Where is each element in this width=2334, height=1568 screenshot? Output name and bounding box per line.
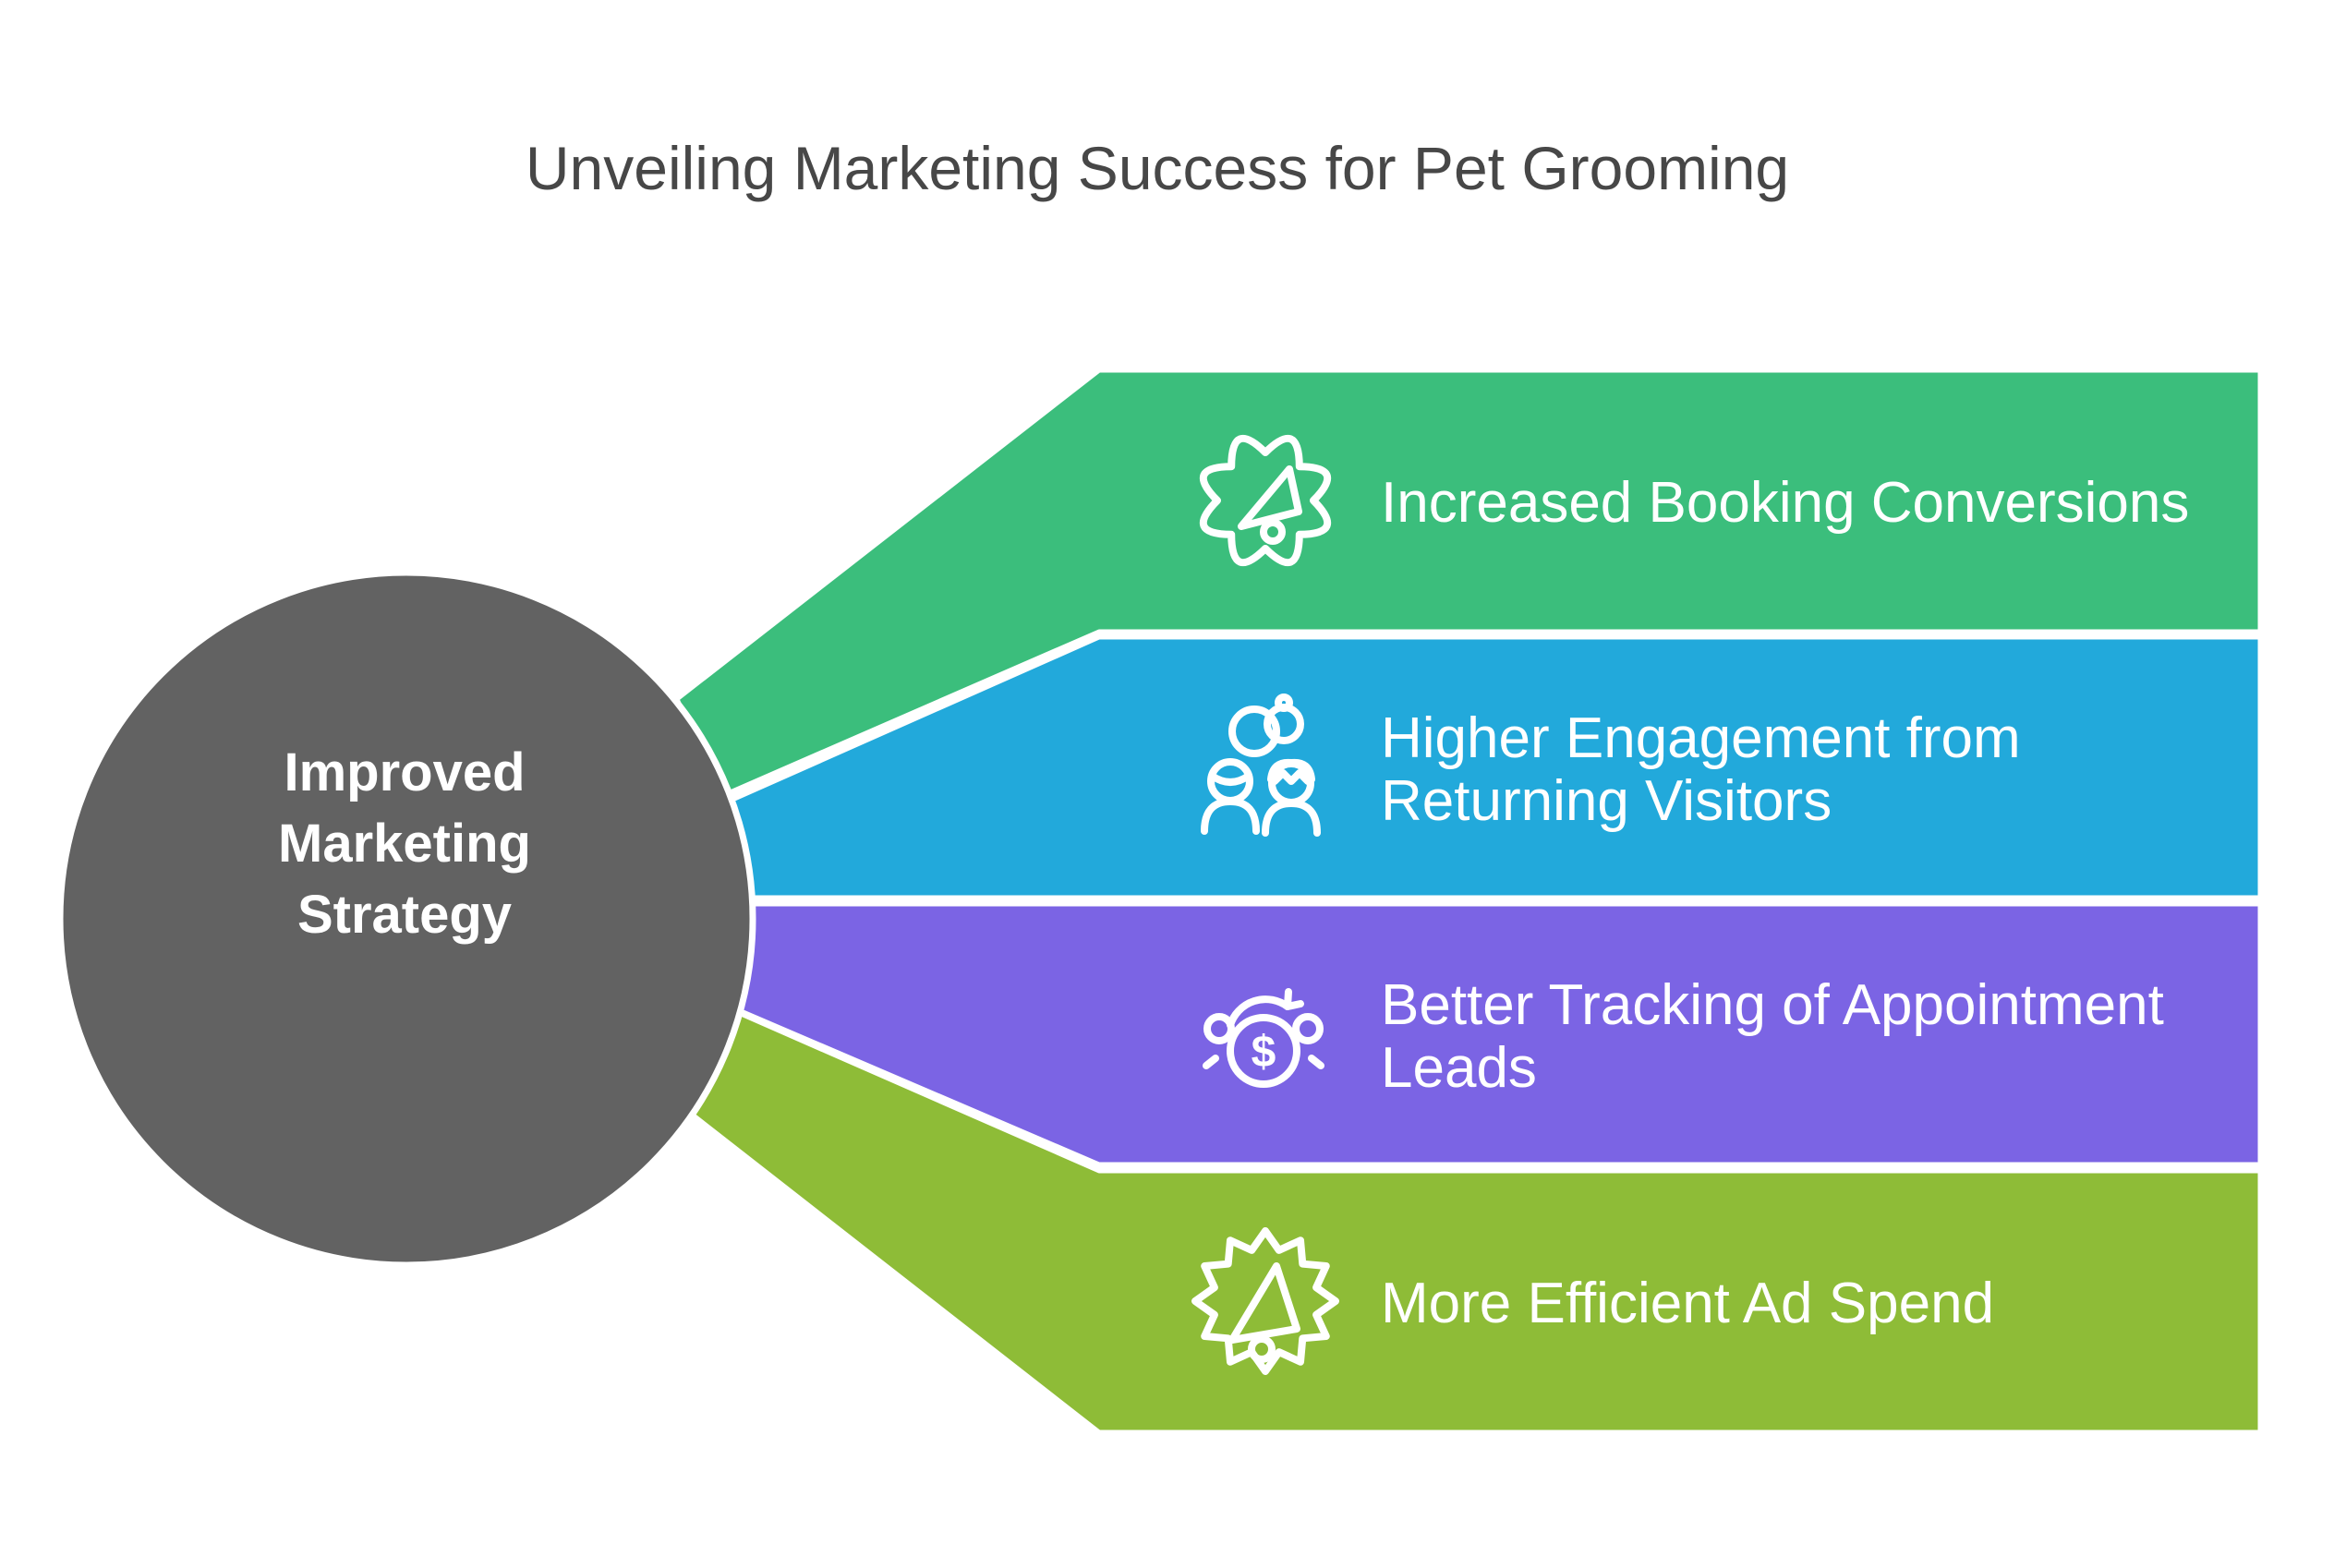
band-higher-engagement: Higher Engagement from Returning Visitor… — [721, 634, 2263, 900]
link-ring-left — [1228, 706, 1280, 757]
megaphone-bell — [1260, 519, 1286, 545]
megaphone-bell — [1248, 1335, 1276, 1363]
center-label-line3: Strategy — [297, 885, 512, 945]
band-label-line1: Better Tracking of Appointment — [1381, 973, 2164, 1037]
megaphone-cone — [1238, 465, 1302, 530]
band-more-efficient-ad-spend: More Efficient Ad Spend — [674, 1004, 2263, 1435]
center-label-line2: Marketing — [278, 814, 531, 874]
band-label-line2: Leads — [1381, 1036, 1537, 1100]
megaphone-cone — [1228, 1262, 1300, 1344]
page-title: Unveiling Marketing Success for Pet Groo… — [526, 134, 1789, 202]
person-shoulders-left — [1201, 798, 1260, 835]
cycle-arrow-arc — [1227, 995, 1291, 1029]
returning-visitors-icon — [1201, 694, 1321, 837]
band-label-line2: Returning Visitors — [1381, 769, 1832, 833]
tick-lines — [1203, 1055, 1324, 1069]
money-circle — [1227, 1014, 1300, 1088]
person-cap — [1208, 772, 1252, 786]
band-label: More Efficient Ad Spend — [1381, 1272, 1994, 1335]
center-circle — [56, 569, 756, 1269]
megaphone-badge-icon — [1199, 434, 1332, 567]
band-better-tracking: $ Better Tracking of Appointment Leads — [717, 901, 2263, 1167]
dollar-glyph: $ — [1252, 1028, 1276, 1077]
band-label-line1: Higher Engagement from — [1381, 706, 2021, 770]
band-label: Increased Booking Conversions — [1381, 471, 2189, 535]
center-label-line1: Improved — [284, 742, 525, 802]
coin-left — [1203, 1013, 1235, 1044]
center-node: Improved Marketing Strategy — [56, 569, 756, 1269]
person-shoulders-right — [1262, 800, 1321, 837]
badge-outline — [1199, 434, 1332, 567]
megaphone-burst-icon — [1191, 1227, 1339, 1375]
coin-right — [1292, 1013, 1324, 1044]
person-hair — [1267, 758, 1315, 783]
ring-knob — [1275, 694, 1293, 712]
cycle-arrowhead — [1284, 988, 1304, 1010]
band-increased-booking-conversions: Increased Booking Conversions — [674, 368, 2263, 800]
person-fringe — [1271, 769, 1312, 785]
burst-outline — [1191, 1227, 1339, 1375]
money-cycle-icon: $ — [1203, 988, 1324, 1088]
